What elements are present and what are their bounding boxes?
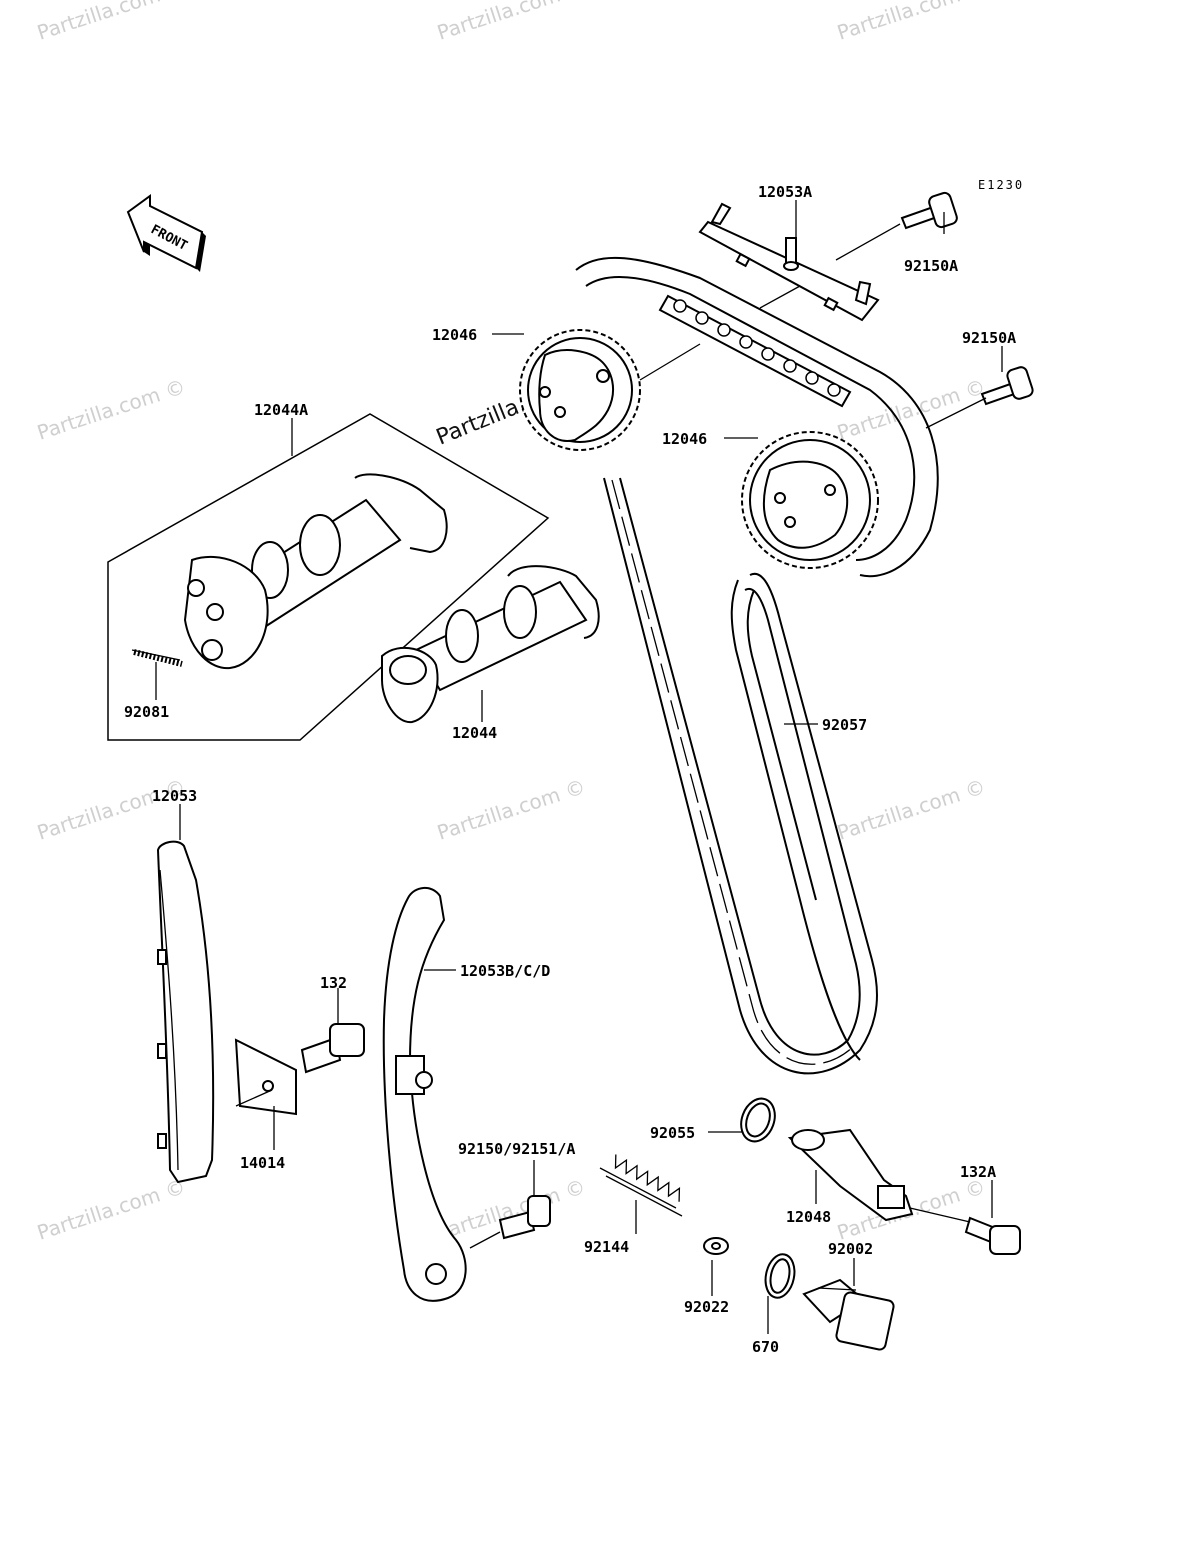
label-12046-middle: 12046: [662, 430, 707, 448]
label-92057: 92057: [822, 716, 867, 734]
label-670: 670: [752, 1338, 779, 1356]
label-132A: 132A: [960, 1163, 996, 1181]
label-12046-top: 12046: [432, 326, 477, 344]
camshaft: [381, 565, 600, 724]
o-ring-670: [764, 1253, 796, 1299]
cap-bolt: [802, 1278, 895, 1351]
bolt-92150A-right: [980, 366, 1034, 406]
washer: [703, 1237, 729, 1255]
label-12053BCD: 12053B/C/D: [460, 962, 550, 980]
leader-lines: [155, 200, 1003, 1334]
chain-guide-tensioner: [382, 887, 467, 1302]
label-92002: 92002: [828, 1240, 873, 1258]
label-12044A: 12044A: [254, 401, 308, 419]
bolt-92150A-top: [900, 191, 958, 230]
plate: [234, 1038, 297, 1116]
camshaft-assy-box: [107, 413, 550, 741]
label-12044: 12044: [452, 724, 497, 742]
watermark: Partzilla.com ©: [434, 774, 588, 845]
label-14014: 14014: [240, 1154, 285, 1172]
label-92055: 92055: [650, 1124, 695, 1142]
label-92081: 92081: [124, 703, 169, 721]
cam-sprocket-top: [519, 329, 641, 451]
watermark: Partzilla.com ©: [834, 774, 988, 845]
label-132: 132: [320, 974, 347, 992]
label-92150A-right: 92150A: [962, 329, 1016, 347]
diagram-code: E1230: [978, 178, 1024, 192]
label-92144: 92144: [584, 1238, 629, 1256]
watermark: Partzilla.com ©: [34, 774, 188, 845]
bolt-132A: [964, 1216, 1021, 1255]
o-ring-92055: [740, 1097, 776, 1143]
label-12048: 12048: [786, 1208, 831, 1226]
watermark: Partzilla.com ©: [34, 374, 188, 445]
watermark: Partzilla.com ©: [34, 0, 188, 45]
part-labels: 12053A 92150A 12046 92150A 12044A 12046 …: [124, 183, 1016, 1356]
bolt-132: [300, 1023, 365, 1074]
label-92022: 92022: [684, 1298, 729, 1316]
label-12053: 12053: [152, 787, 197, 805]
label-92150-92151-A: 92150/92151/A: [458, 1140, 575, 1158]
pivot-bolt: [498, 1195, 551, 1240]
front-arrow-icon: FRONT: [126, 194, 206, 272]
chain-guide-top: [698, 202, 880, 322]
cam-chain-loop: [575, 256, 939, 1075]
chain-tensioner: [787, 1128, 914, 1222]
watermark: Partzilla.com ©: [434, 0, 588, 45]
chain-guide-left: [156, 840, 215, 1184]
cam-chain-top: [658, 294, 852, 408]
watermark: Partzilla.com ©: [834, 374, 988, 445]
watermark: Partzilla.com ©: [34, 1174, 188, 1245]
label-12053A: 12053A: [758, 183, 812, 201]
cam-sprocket-middle: [741, 431, 879, 569]
watermark: Partzilla.com ©: [834, 0, 988, 45]
tensioner-spring: [599, 1154, 683, 1217]
label-92150A-top: 92150A: [904, 257, 958, 275]
